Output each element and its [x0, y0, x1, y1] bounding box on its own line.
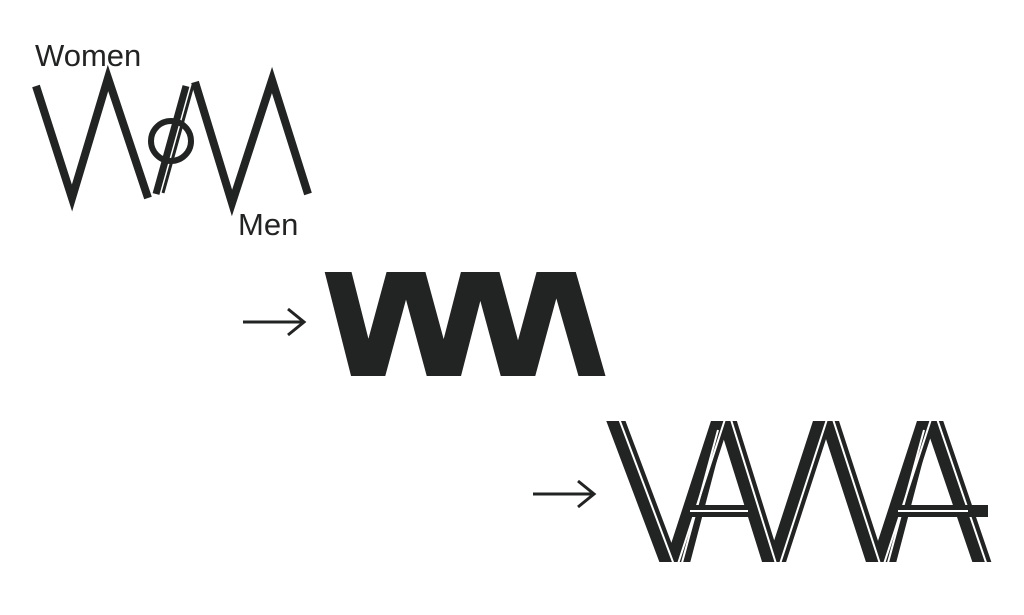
arrow-right-icon	[533, 479, 597, 509]
w-zigzag	[32, 64, 152, 212]
women-label: Women	[35, 38, 142, 73]
gender-slash-inner	[161, 84, 195, 194]
inline-vava-logo	[606, 421, 992, 562]
m-zigzag	[191, 66, 312, 217]
women-men-logo-sketch	[32, 64, 312, 217]
gender-slash	[152, 85, 190, 195]
men-label: Men	[238, 207, 299, 242]
arrow-right-icon	[243, 307, 307, 337]
gender-circle	[148, 118, 194, 164]
bold-wm-logo	[324, 272, 606, 376]
